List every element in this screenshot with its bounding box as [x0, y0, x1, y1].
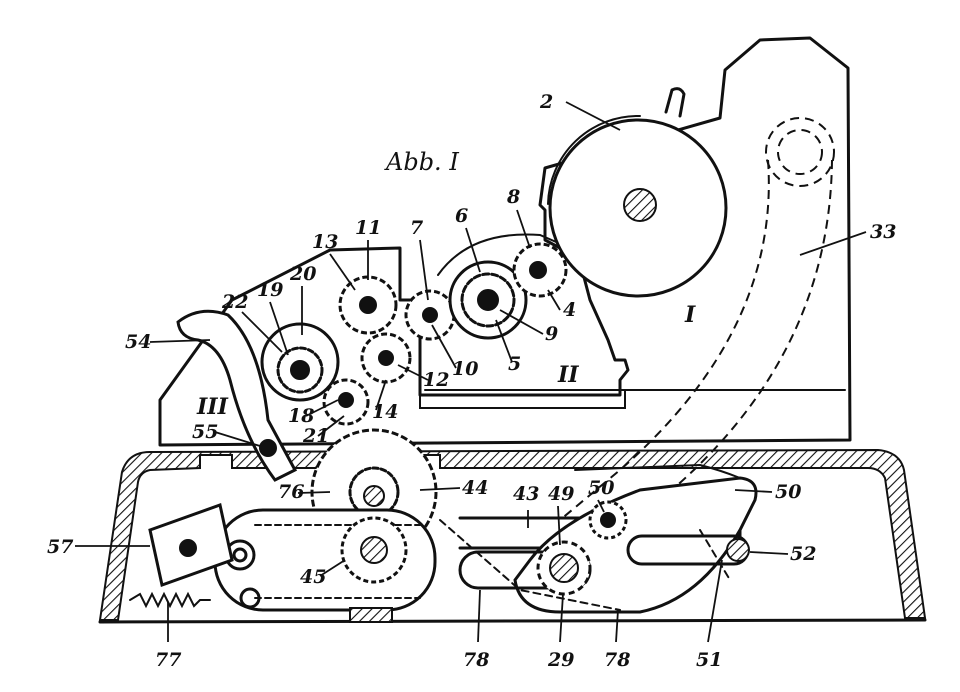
part-label: 50	[588, 477, 614, 499]
part-label: 6	[455, 205, 468, 227]
section-numeral-1: I	[684, 302, 696, 328]
part-label: 8	[506, 186, 520, 208]
part-label: 21	[302, 425, 329, 447]
roller-33-inner	[777, 129, 823, 175]
slide-mechanism	[439, 463, 758, 614]
section-numeral-3: III	[196, 394, 229, 420]
part-label: 52	[790, 543, 816, 565]
part-label: 9	[545, 323, 558, 345]
guide-33-b	[589, 159, 833, 561]
part-label: 20	[289, 263, 316, 285]
leader-lines	[75, 101, 867, 643]
part-label: 7	[410, 217, 423, 239]
part-label: 78	[604, 649, 630, 671]
part-label: 57	[47, 536, 73, 558]
part-label: 43	[513, 483, 539, 505]
part-label: 13	[312, 231, 338, 253]
part-label: 33	[870, 221, 896, 243]
roller-33-outer	[765, 117, 835, 187]
part-label: 22	[221, 291, 248, 313]
upper-housing	[158, 36, 852, 447]
part-label: 2	[539, 91, 553, 113]
part-label: 76	[278, 481, 304, 503]
drum-lever	[664, 87, 686, 118]
section-numeral-2: II	[557, 362, 579, 388]
part-label: 49	[548, 483, 574, 505]
figure-title: Abb. I	[384, 148, 459, 176]
part-label: 11	[355, 217, 381, 239]
drum-rim	[547, 114, 641, 205]
part-label: 44	[462, 477, 488, 499]
part-label: 29	[547, 649, 574, 671]
pin-57	[179, 539, 197, 557]
part-label: 4	[563, 299, 576, 321]
part-label: 55	[192, 421, 218, 443]
part-labels: 2 33 11 7 6 8 13 20 19 22 4 9 5 10 12 54…	[47, 91, 896, 671]
part-label: 50	[775, 481, 801, 503]
guide-33	[559, 159, 770, 521]
spring-77	[129, 591, 211, 609]
drum-shaft	[623, 188, 657, 222]
part-label: 12	[423, 369, 449, 391]
base-floor	[98, 618, 927, 624]
part-label: 19	[257, 279, 283, 301]
base-housing	[98, 448, 927, 621]
part-label: 54	[125, 331, 151, 353]
gear-train-upper	[260, 242, 568, 426]
part-label: 14	[372, 401, 398, 423]
part-label: 77	[155, 649, 181, 671]
bushing-outline	[437, 233, 571, 276]
gear-train-lower	[213, 428, 438, 623]
gear-plate	[419, 389, 626, 409]
part-label: 10	[452, 358, 478, 380]
pin-55	[259, 439, 277, 457]
part-label: 45	[300, 566, 326, 588]
part-label: 78	[463, 649, 489, 671]
part-label: 51	[696, 649, 722, 671]
part-label: 18	[288, 405, 314, 427]
